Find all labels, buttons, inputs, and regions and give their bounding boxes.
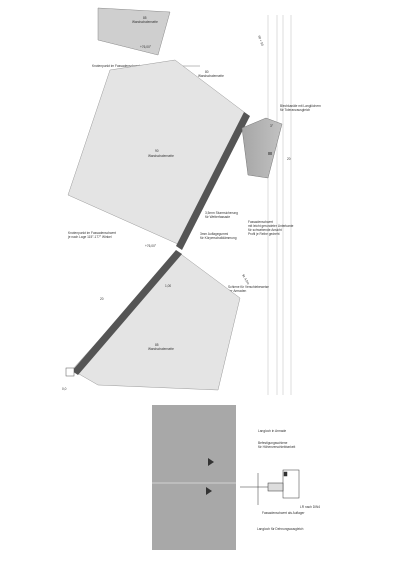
top-panel-number: 85 — [143, 16, 147, 20]
top-callout-number: 80 — [205, 70, 209, 74]
mid-angle-label: +76,00° — [145, 244, 157, 248]
lower-panel — [71, 251, 241, 391]
upper-panel-number: 90 — [155, 149, 159, 153]
bracket-screw — [268, 152, 272, 155]
upper-panel-name: Wandschalenseite — [148, 154, 174, 158]
detail-marker-1 — [208, 458, 214, 466]
toleranzausgleich-label: für Toleranzausgleich — [280, 108, 310, 112]
detail-lr-label: LR nach DIN4 — [300, 505, 320, 509]
lower-panel-edge — [72, 250, 182, 375]
top-slope-label: +76,00° — [140, 45, 152, 49]
blechkanaele-label: Blechkanäle mit Langlöchern — [280, 104, 321, 108]
knoten-lage-label-1: Knotenpunkt im Fassadenschwert — [68, 231, 116, 235]
top-callout-text: Wandschalenseite — [198, 74, 224, 78]
screw-label-1: 3,5mm Sturmsicherung — [205, 211, 238, 215]
knotenpunkt-fassade-label: Knotenpunkt im Fassadenschwert — [92, 64, 140, 68]
top-panel — [97, 7, 171, 56]
schiene-label-2: der Armaden — [228, 289, 246, 293]
lower-edge-number: 20 — [100, 297, 104, 301]
detail-befestigung-1: Befestigungsschiene — [258, 441, 288, 445]
gummi-label-1: 3mm Auflagegummi — [200, 232, 228, 236]
base-block — [65, 367, 75, 377]
top-panel-name: Wandschalenseite — [132, 20, 158, 24]
lower-panel-name: Wandschalenseite — [148, 347, 174, 351]
side-bracket — [241, 117, 283, 179]
reference-lines — [267, 15, 292, 395]
lower-angle-label: 9x 4,5m — [241, 274, 250, 286]
detail-bottom-label: Langloch für Dehnungsausgleich — [257, 527, 304, 531]
screw-label-2: für Wetterfassade — [205, 215, 230, 219]
edge-number: 20 — [287, 157, 291, 161]
fassadenschwert-label-3: für schwebende Ansicht — [248, 228, 282, 232]
top-right-dimension: 60 + 50 — [257, 35, 265, 47]
detail-connection — [240, 469, 300, 505]
upper-panel-edge — [176, 112, 250, 250]
detail-fassaden-label: Fassadenschwert als Auflager — [262, 511, 305, 515]
gummi-label-2: für Körperschalldämmung — [200, 236, 237, 240]
detail-marker-2 — [206, 487, 212, 495]
fassadenschwert-label-4: Profil je Reihe gedreht — [248, 232, 280, 236]
base-number: 0,0 — [62, 387, 67, 391]
detail-befestigung-2: für Höhenverschiebbarkeit — [258, 445, 295, 449]
schiene-label-1: Schiene für Verschiebeweise — [228, 285, 269, 289]
gap-label: 3° — [270, 124, 274, 128]
detail-panel — [152, 405, 236, 550]
fassadenschwert-label-2: mit leicht gerundeter Unterkante — [248, 224, 294, 228]
fassadenschwert-label-1: Fassadenschwert — [248, 220, 273, 224]
dimension-100: 1,00 — [165, 284, 171, 288]
lower-panel-number: 85 — [155, 343, 159, 347]
detail-title: Langloch in Armade — [258, 429, 286, 433]
knoten-lage-label-2: je nach Lage 115°-177° Winkel — [67, 235, 112, 239]
